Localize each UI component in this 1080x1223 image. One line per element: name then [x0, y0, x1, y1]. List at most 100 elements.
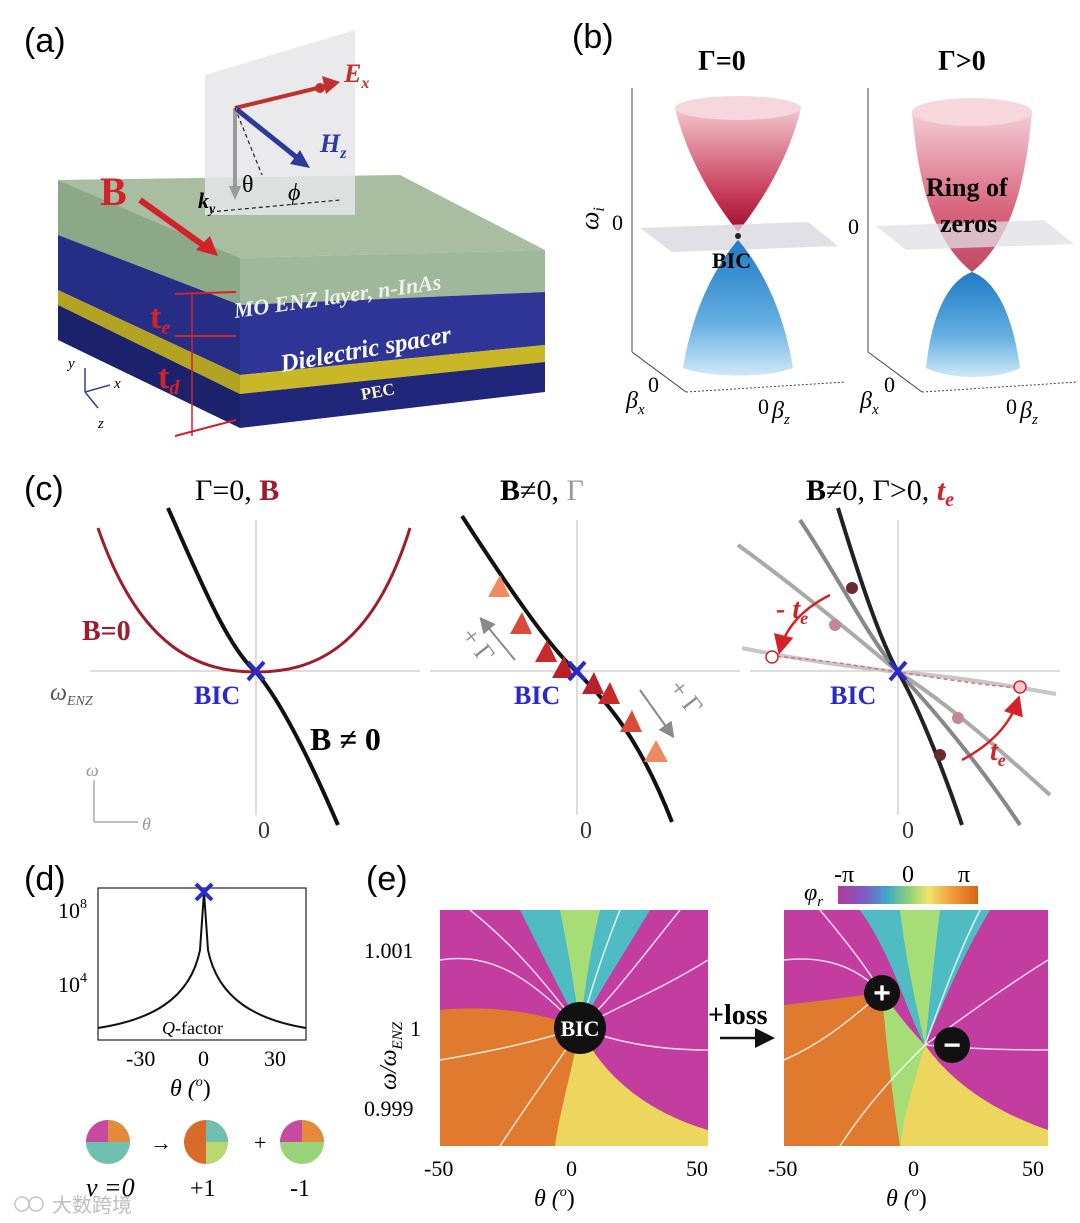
field-right-region-green-2	[882, 993, 925, 1146]
right-upper-cone-rim	[912, 98, 1032, 126]
panel-e-label: (e)	[366, 860, 408, 898]
minus-charge-disc	[934, 1027, 970, 1063]
panel-d-label: (d)	[24, 860, 66, 898]
e-right-xtick-m50: -50	[768, 1156, 797, 1181]
triangle-marker	[598, 682, 620, 704]
d-xtick-30: 30	[264, 1046, 286, 1071]
d-ytick-1e4: 104	[58, 971, 87, 997]
right-axis-bz	[921, 381, 1079, 393]
b-field-label: B	[100, 169, 127, 214]
omega-i-label: ωi	[575, 207, 608, 230]
c2-gamma-arrow-right	[639, 689, 675, 739]
plus-one-label: +1	[190, 1176, 216, 1202]
c-subplot-2: B≠0, Γ + Γ + Γ BIC 0	[430, 474, 740, 844]
panel-b-title-right: Γ>0	[938, 46, 986, 77]
c3-plus-te-arrow	[961, 695, 1023, 762]
e-right-xlabel: θ (o)	[886, 1185, 927, 1212]
disc-plus-sector	[206, 1142, 228, 1164]
disc-zero-sector	[86, 1120, 108, 1142]
hz-arrowhead	[290, 150, 310, 168]
e-right-xtick-0: 0	[908, 1156, 919, 1181]
disc-minus-sector	[302, 1120, 324, 1142]
c1-bic-marker	[246, 660, 266, 682]
charge-disc-minus	[280, 1120, 324, 1164]
triangle-marker	[488, 575, 510, 597]
axis-y-label: y	[66, 356, 75, 372]
c2-gamma-arrow-left	[479, 616, 516, 661]
left-bic-point	[735, 233, 741, 239]
c1-bneq-label: B ≠ 0	[310, 721, 381, 757]
right-zero-plane	[876, 220, 1074, 250]
c3-dot	[829, 619, 841, 631]
field-left-streamlines	[439, 909, 709, 1147]
axis-x-line	[84, 384, 111, 393]
axis-z-label: z	[97, 416, 104, 432]
left-beta-x: βx	[625, 388, 645, 418]
e-ytick-0999: 0.999	[364, 1096, 414, 1121]
te-label: te	[150, 299, 170, 339]
nu-label: ν =0	[86, 1173, 135, 1202]
triangle-marker	[582, 672, 604, 694]
left-axis-bx	[631, 351, 687, 393]
e-ylabel: ω/ωENZ	[376, 1021, 406, 1090]
watermark-text: 大数跨境	[52, 1194, 132, 1217]
minus-one-label: -1	[290, 1176, 310, 1202]
axis-z-line	[84, 391, 99, 409]
right-zero-label: 0	[848, 214, 859, 239]
c-subplot-1: Γ=0, B B=0 B ≠ 0 BIC ωENZ 0 ω θ	[50, 474, 420, 844]
disc-minus-sector	[280, 1120, 302, 1142]
mo-enz-top-face	[58, 175, 545, 258]
left-bic-label: BIC	[712, 248, 751, 273]
d-ytick-1e8: 108	[58, 897, 87, 923]
watermark-icon	[14, 1196, 30, 1212]
panel-a-label: (a)	[24, 22, 66, 60]
spacer-side	[58, 235, 240, 375]
normal-dashed	[234, 107, 263, 176]
watermark: 大数跨境	[14, 1194, 132, 1217]
disc-plus-sector	[206, 1120, 228, 1142]
pec-side	[58, 290, 240, 394]
c2-bic-label: BIC	[514, 681, 560, 710]
plus-charge-label: +	[873, 977, 891, 1010]
right-beta-x: βx	[859, 388, 879, 418]
e-ytick-1001: 1.001	[364, 938, 414, 963]
incidence-plane	[205, 30, 355, 215]
c3-dot	[1013, 680, 1027, 694]
hz-label: Hz	[319, 129, 347, 162]
field-left-region-yellow	[555, 1028, 708, 1146]
panel-b: (b) Γ=0 Γ>0 BIC 0 ωi 0 βx 0 βz	[572, 18, 1079, 428]
e-left-xlabel: θ (o)	[534, 1185, 575, 1212]
panel-c-label: (c)	[24, 470, 64, 508]
triangle-marker	[510, 612, 532, 634]
c3-dot	[846, 582, 858, 594]
e-left-xtick-m50: -50	[424, 1156, 453, 1181]
phi-label: ϕ	[288, 180, 300, 206]
disc-plus-sign: +	[254, 1130, 266, 1155]
c3-minus-te-arrow	[773, 593, 831, 655]
projection-dashed	[209, 199, 341, 213]
c1-bic-label: BIC	[194, 681, 240, 710]
colorbar-tick-min: -π	[834, 862, 854, 888]
ky-arrowhead	[229, 186, 241, 200]
ky-label: ky	[198, 188, 216, 217]
c1-zero-label: 0	[258, 818, 270, 844]
watermark-icon	[28, 1196, 44, 1212]
minus-charge-label: −	[943, 1029, 961, 1062]
td-label: td	[158, 359, 180, 399]
field-plot-right: + − -50 0 50 θ (o)	[768, 909, 1049, 1212]
c3-bic-label: BIC	[830, 681, 876, 710]
c2-title: B≠0, Γ	[500, 474, 584, 507]
field-plot-left: BIC 1.001 1 0.999 ω/ωENZ -50 0 50 θ (o)	[364, 909, 709, 1212]
mo-enz-front	[240, 250, 545, 305]
cone-plot-right: Ring of zeros 0 0 βx 0 βz	[848, 88, 1079, 428]
disc-zero-sector	[108, 1120, 130, 1142]
left-bx-zero: 0	[648, 372, 659, 397]
d-xlabel: θ (o)	[170, 1075, 211, 1102]
td-bracket-bottom	[174, 419, 237, 437]
c3-dot	[765, 650, 779, 664]
c3-dot	[952, 712, 964, 724]
panel-b-title-left: Γ=0	[698, 46, 746, 77]
plus-charge-disc	[864, 975, 900, 1011]
mini-axis-omega-label: ω	[86, 760, 99, 780]
right-bz-zero: 0	[1006, 394, 1017, 419]
